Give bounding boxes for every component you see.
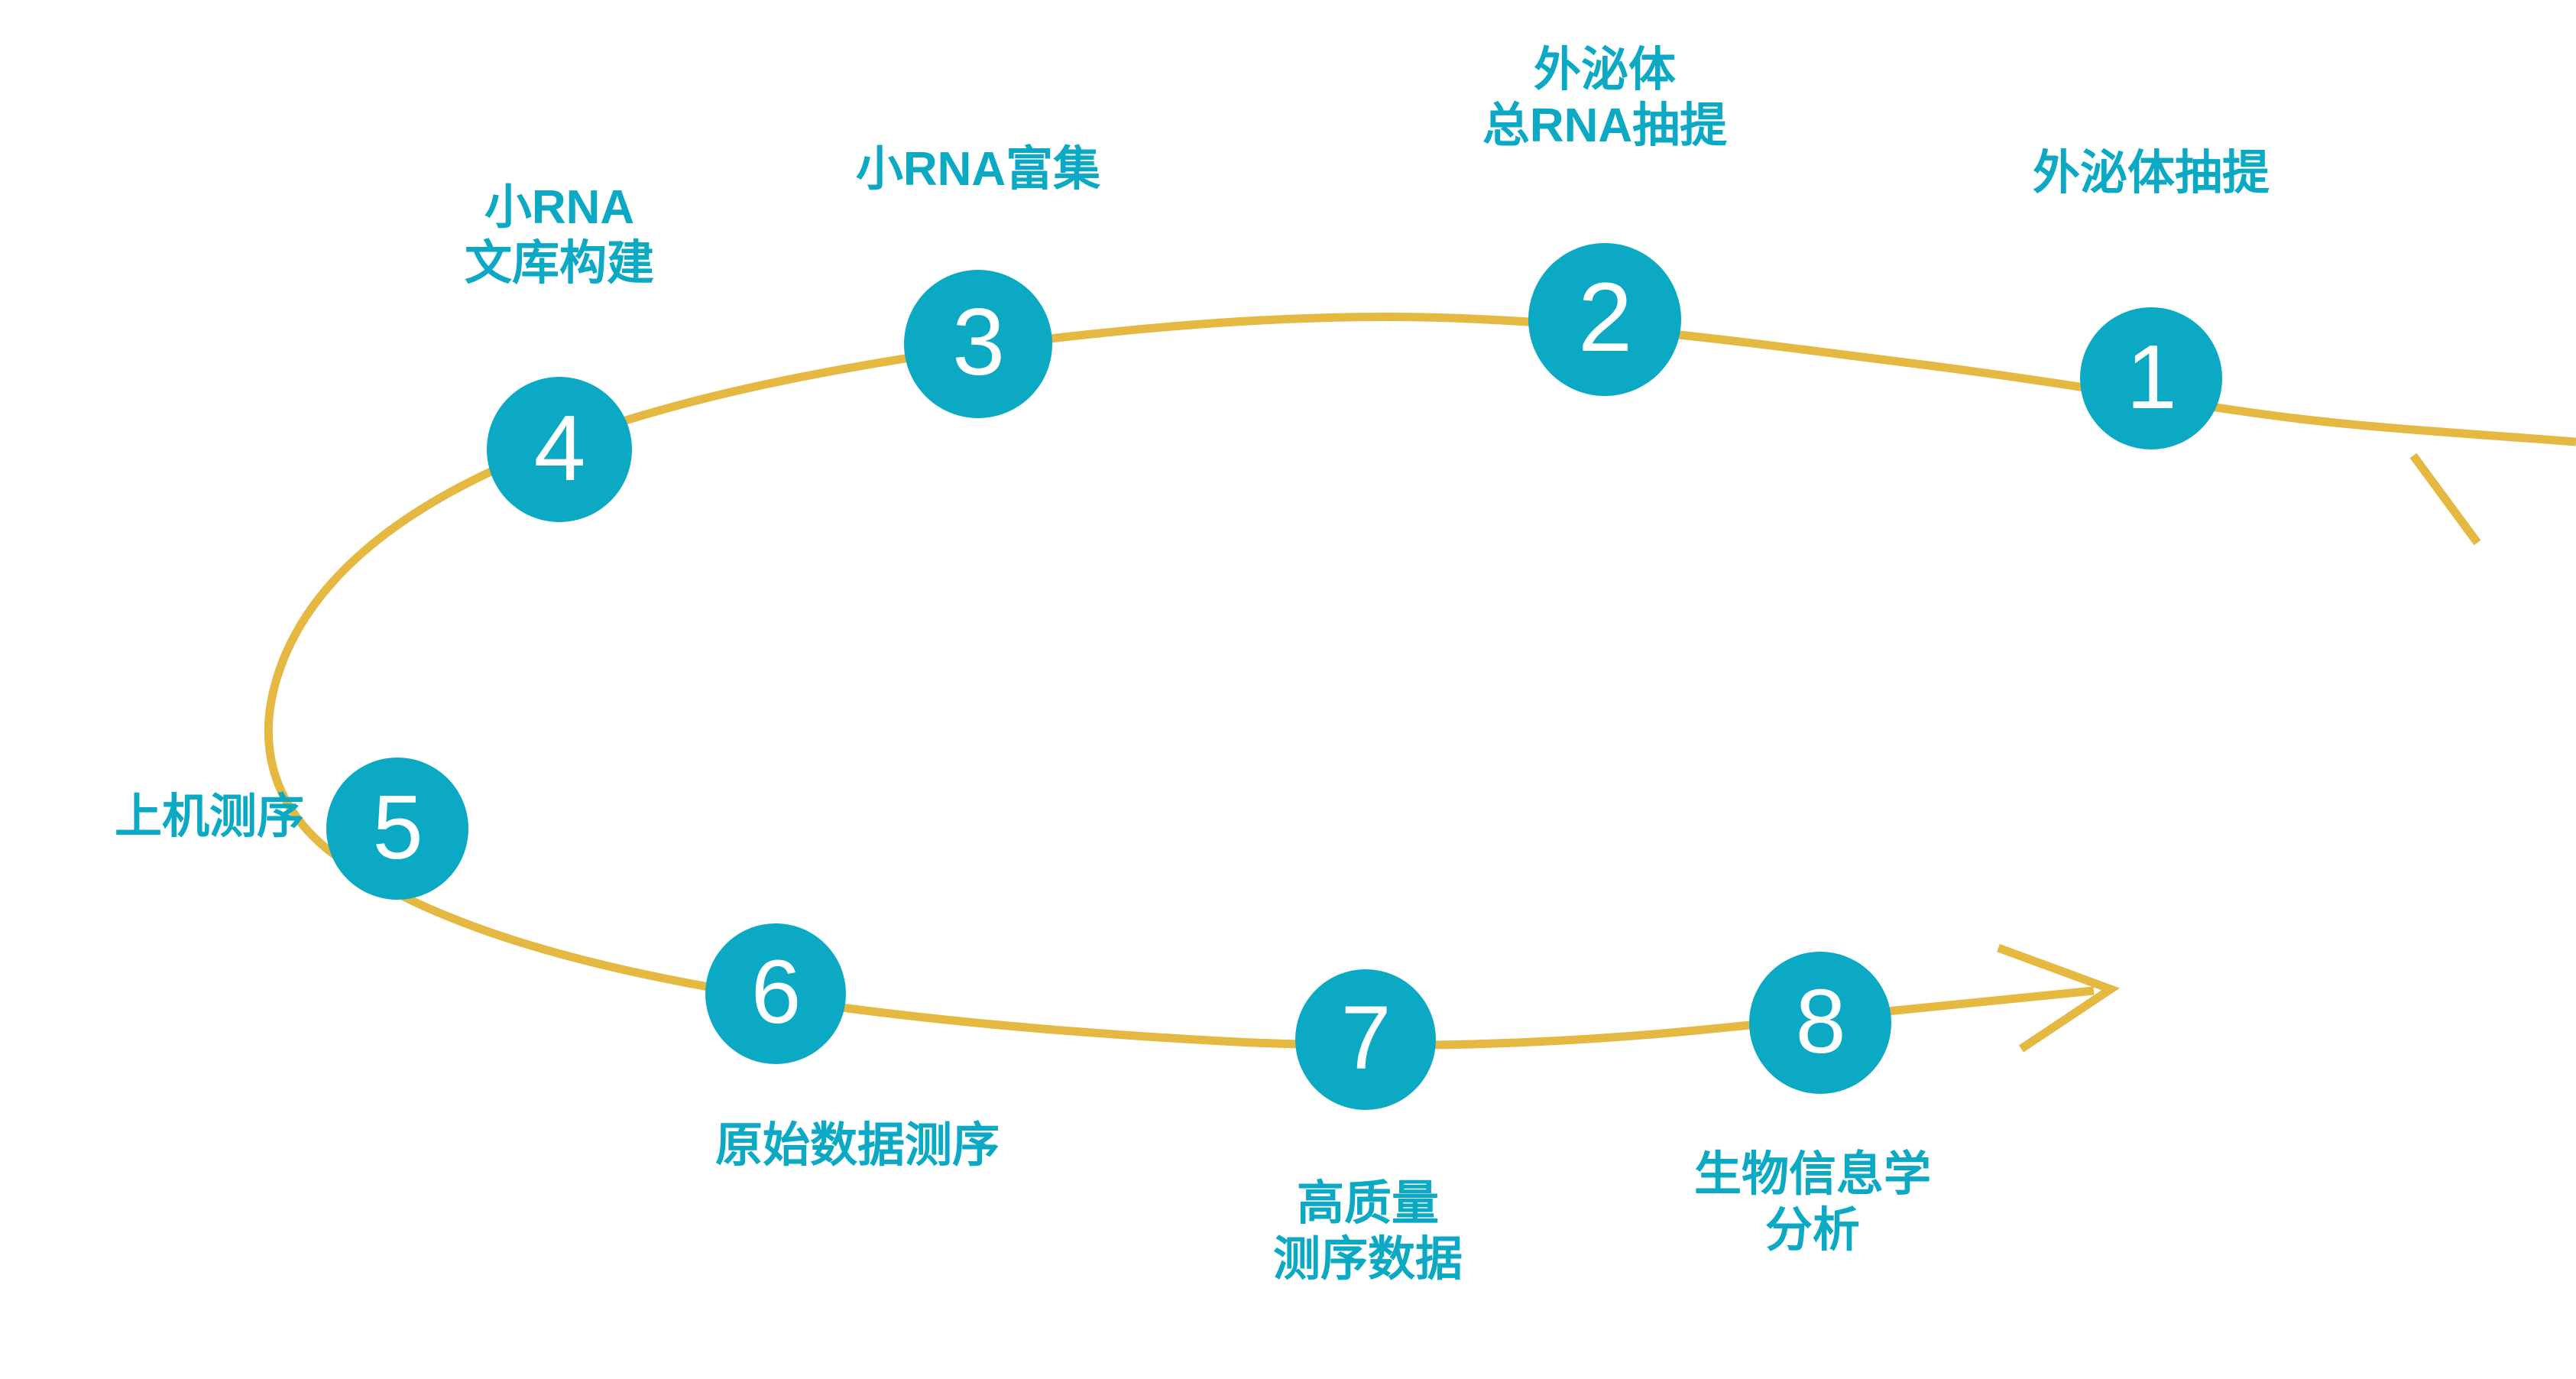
step-number-2: 2 xyxy=(1578,263,1632,372)
step-label-line: 外泌体 xyxy=(1533,44,1677,96)
step-label-7: 高质量测序数据 xyxy=(1273,1176,1463,1287)
step-label-line: 测序数据 xyxy=(1272,1233,1463,1287)
arrow-tail-barb xyxy=(2409,453,2481,546)
step-number-3: 3 xyxy=(952,290,1005,395)
step-node-6[interactable]: 6 xyxy=(705,923,846,1064)
step-number-4: 4 xyxy=(533,396,586,500)
step-label-6: 原始数据测序 xyxy=(715,1118,1000,1173)
step-label-line: 小RNA xyxy=(484,181,635,234)
step-label-line: 原始数据测序 xyxy=(714,1119,1000,1172)
step-label-2: 外泌体总RNA抽提 xyxy=(1482,42,1727,154)
step-node-3[interactable]: 3 xyxy=(904,270,1052,418)
step-label-5: 上机测序 xyxy=(115,789,304,845)
step-label-line: 外泌体抽提 xyxy=(2032,147,2270,200)
step-label-line: 上机测序 xyxy=(114,790,304,843)
step-label-line: 生物信息学 xyxy=(1693,1148,1932,1201)
step-label-line: 高质量 xyxy=(1296,1177,1440,1230)
step-number-7: 7 xyxy=(1340,988,1392,1089)
step-label-line: 文库构建 xyxy=(464,237,655,290)
step-node-5[interactable]: 5 xyxy=(326,758,468,900)
step-node-2[interactable]: 2 xyxy=(1528,243,1681,396)
step-number-1: 1 xyxy=(2126,326,2177,428)
step-node-4[interactable]: 4 xyxy=(487,377,632,522)
arrowhead-icon xyxy=(1997,943,2121,1053)
step-label-1: 外泌体抽提 xyxy=(2033,145,2270,201)
step-label-line: 小RNA富集 xyxy=(855,143,1101,196)
step-label-8: 生物信息学分析 xyxy=(1694,1147,1931,1258)
step-node-8[interactable]: 8 xyxy=(1749,952,1891,1094)
step-label-3: 小RNA富集 xyxy=(856,141,1100,197)
step-label-line: 分析 xyxy=(1764,1204,1861,1257)
step-label-line: 总RNA抽提 xyxy=(1482,99,1728,153)
step-number-6: 6 xyxy=(750,942,802,1043)
step-node-7[interactable]: 7 xyxy=(1295,969,1436,1110)
step-number-5: 5 xyxy=(372,776,423,878)
step-number-8: 8 xyxy=(1795,970,1846,1072)
step-node-1[interactable]: 1 xyxy=(2080,307,2222,449)
